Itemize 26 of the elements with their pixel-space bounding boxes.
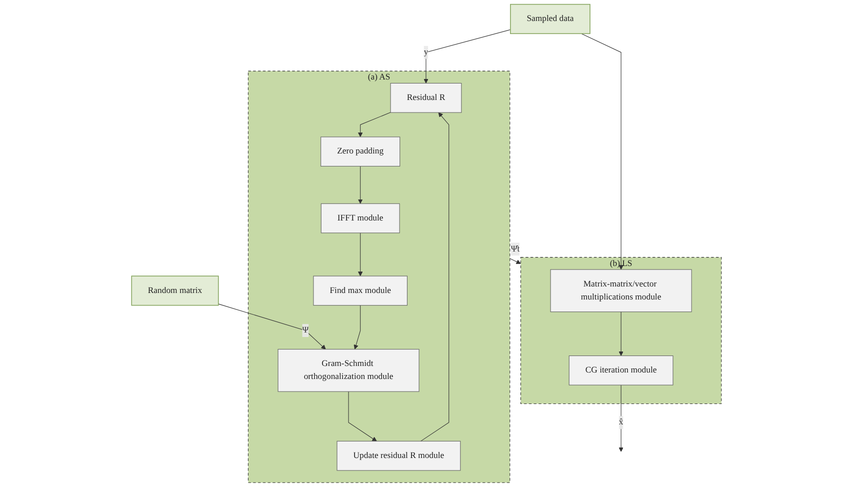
arrow [581, 33, 624, 270]
arrow [618, 384, 624, 452]
arrow [358, 112, 391, 138]
node-box: IFFT module [320, 203, 400, 234]
arrow [618, 312, 624, 356]
arrow [420, 112, 450, 442]
edge-label: Ψ [302, 326, 309, 335]
node-box: Matrix-matrix/vector multiplications module [550, 269, 692, 312]
node-box: Find max module [313, 276, 408, 306]
node-box: Residual R [390, 82, 462, 113]
arrow [510, 258, 521, 264]
node-box: Sampled data [510, 4, 590, 34]
edge-label: x̂ [618, 418, 624, 427]
arrow [424, 29, 511, 84]
node-box: Zero padding [320, 136, 400, 166]
arrow [358, 166, 363, 204]
edge-label: y [424, 47, 428, 57]
node-box: Random matrix [131, 276, 219, 306]
arrow [218, 304, 326, 350]
arrow [358, 232, 363, 276]
node-box: Update residual R module [336, 440, 461, 471]
node-box: Gram-Schmidt orthogonalization module [278, 348, 420, 392]
arrow [354, 305, 361, 350]
edge-label: Ψ̂t [510, 244, 520, 254]
node-box: CG iteration module [568, 356, 674, 386]
arrow [348, 391, 377, 442]
